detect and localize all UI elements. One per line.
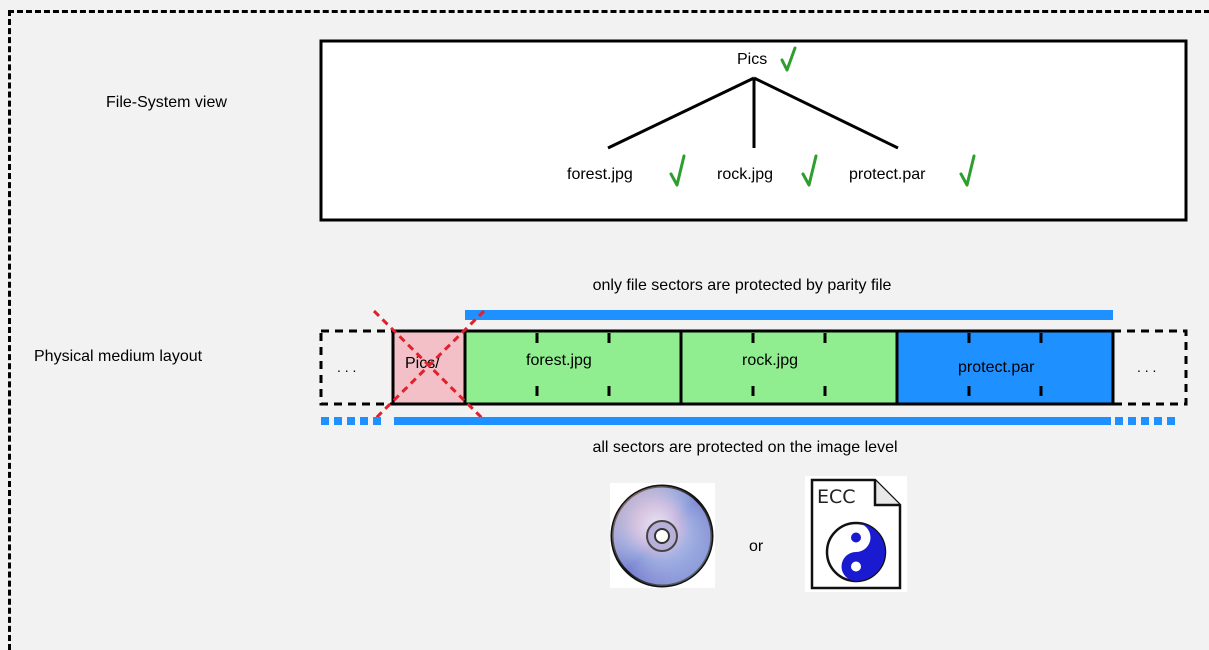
block-pics-label: Pics/ bbox=[405, 355, 440, 372]
image-protection-bar bbox=[321, 417, 1175, 425]
ecc-yin-yang-file-icon: ECC bbox=[805, 476, 907, 592]
block-forest-label: forest.jpg bbox=[526, 352, 592, 369]
or-label: or bbox=[749, 538, 764, 555]
outer-dashed-frame bbox=[8, 10, 1209, 650]
sector-ticks bbox=[535, 333, 1043, 396]
rock-check-icon bbox=[801, 154, 818, 187]
fs-view-label: File-System view bbox=[106, 94, 227, 111]
parity-protection-bar bbox=[465, 310, 1113, 320]
block-pics-dir bbox=[391, 329, 467, 406]
block-protect bbox=[895, 329, 1115, 406]
tree-node-protect: protect.par bbox=[849, 166, 926, 183]
tree-root-label: Pics bbox=[737, 51, 767, 68]
svg-text:ECC: ECC bbox=[817, 486, 856, 508]
ellipsis-right: . . . bbox=[1137, 359, 1156, 375]
root-check-icon bbox=[780, 46, 797, 72]
protection-diagram: File-System view Pics forest.jpg rock.jp… bbox=[34, 39, 1188, 592]
tree-node-forest: forest.jpg bbox=[567, 166, 633, 183]
tree-edges bbox=[607, 76, 899, 150]
ellipsis-left: . . . bbox=[337, 359, 356, 375]
tree-node-rock: rock.jpg bbox=[717, 166, 773, 183]
block-protect-label: protect.par bbox=[958, 359, 1035, 376]
unprotected-cross-icon bbox=[372, 309, 486, 422]
protect-check-icon bbox=[959, 154, 976, 187]
forest-check-icon bbox=[669, 154, 686, 187]
physical-layout-label: Physical medium layout bbox=[34, 348, 203, 365]
block-forest bbox=[463, 329, 683, 406]
image-protection-caption: all sectors are protected on the image l… bbox=[592, 439, 897, 456]
file-protection-caption: only file sectors are protected by parit… bbox=[593, 277, 892, 294]
cd-disc-icon bbox=[610, 483, 715, 588]
left-ellipsis-region bbox=[319, 329, 395, 406]
block-rock-label: rock.jpg bbox=[742, 352, 798, 369]
